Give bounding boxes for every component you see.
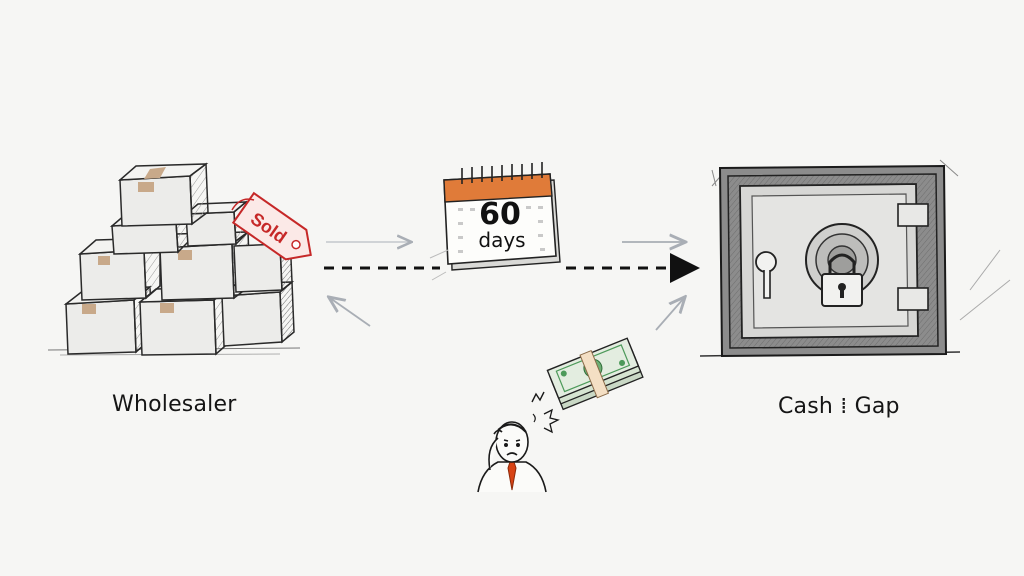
calendar-unit: days <box>478 228 525 252</box>
box <box>117 162 209 227</box>
sold-tag-icon: Sold <box>231 191 312 261</box>
arrows <box>324 242 700 331</box>
pale-arrow <box>330 298 371 327</box>
calendar-icon: 60 days <box>443 162 561 271</box>
safe-icon <box>699 159 1011 358</box>
pale-arrow <box>655 298 684 331</box>
money-stack-icon <box>546 337 644 411</box>
calendar-number: 60 <box>479 197 521 232</box>
wholesaler-label: Wholesaler <box>112 392 237 417</box>
tag-string <box>231 198 255 211</box>
worried-person-icon <box>477 391 560 493</box>
padlock-icon <box>821 253 863 307</box>
cash-gap-label: Cash ⁞ Gap <box>778 394 900 419</box>
box-stack-icon <box>47 162 301 356</box>
